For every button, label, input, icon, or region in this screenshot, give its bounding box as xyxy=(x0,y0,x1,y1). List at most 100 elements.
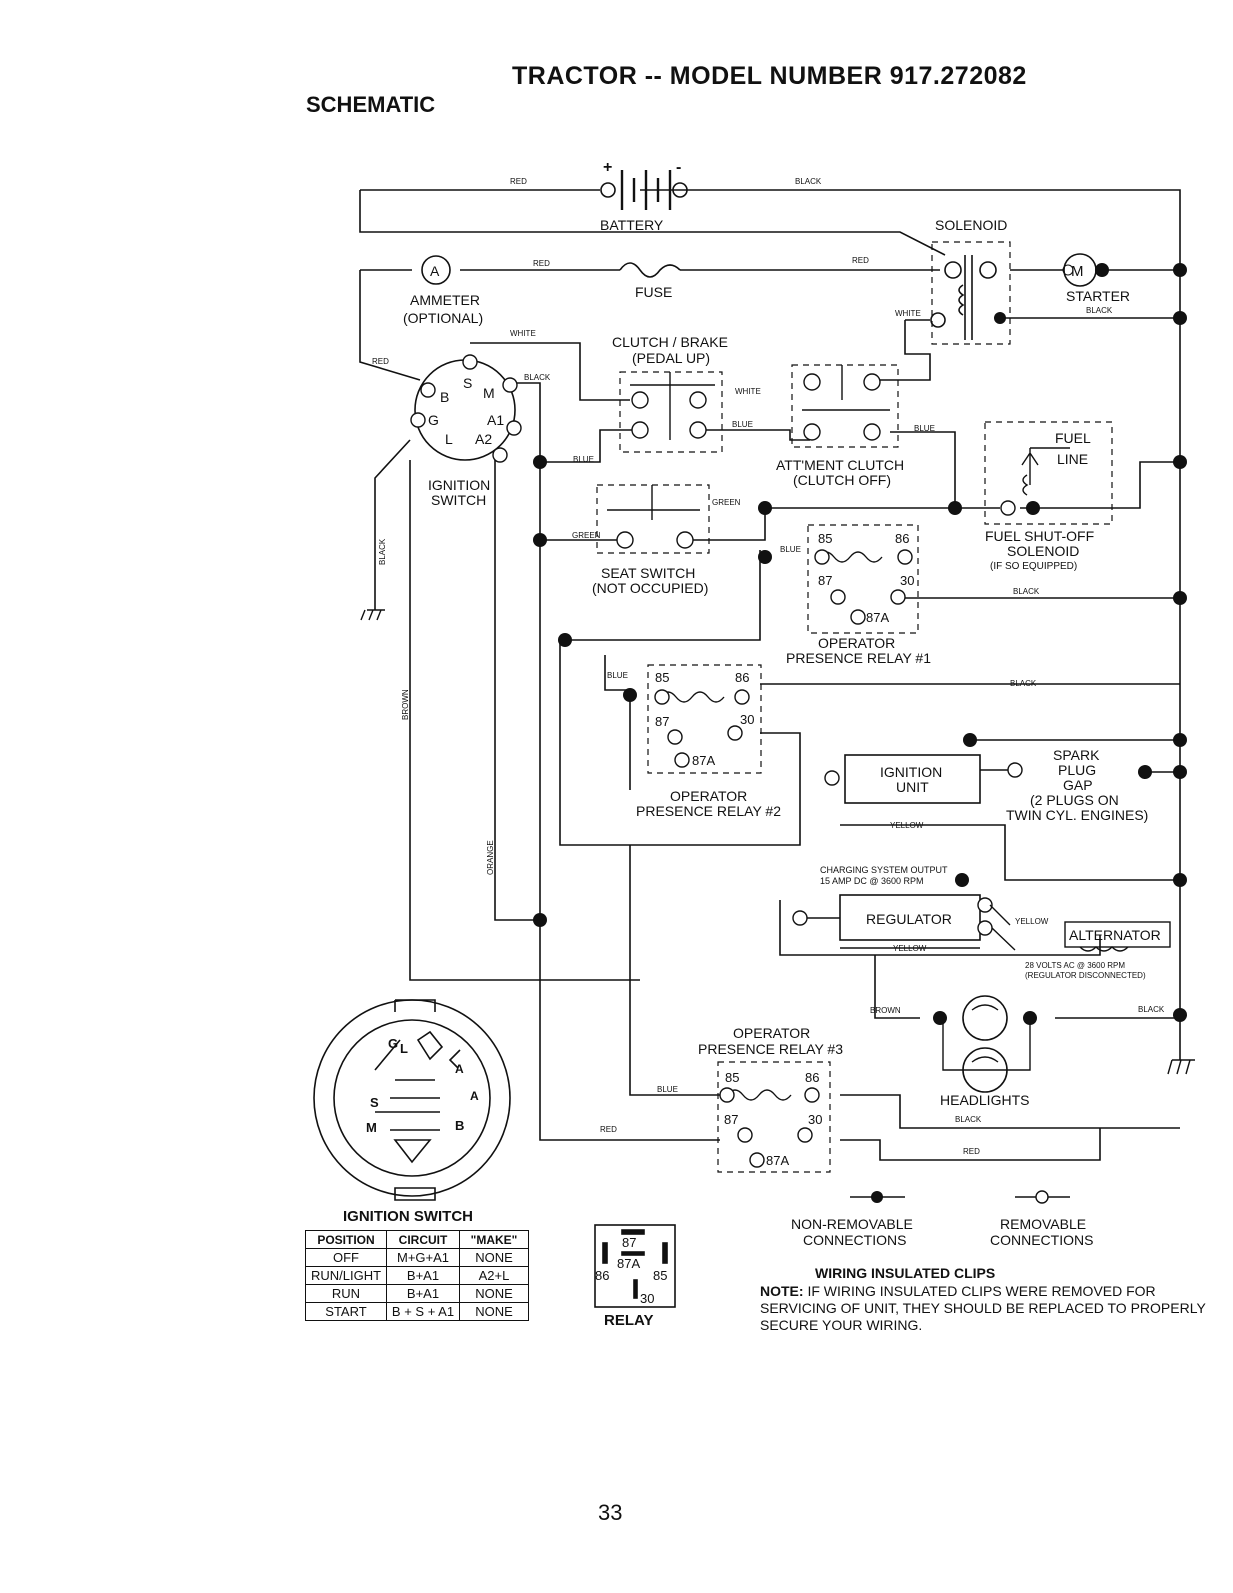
fuse-symbol xyxy=(619,262,681,278)
attment-clutch-box xyxy=(791,364,899,448)
table-header: CIRCUIT xyxy=(386,1230,460,1249)
clutch-brake-label: CLUTCH / BRAKE xyxy=(612,334,728,350)
ignition-unit-label-2: UNIT xyxy=(896,779,929,795)
regulator-label: REGULATOR xyxy=(866,911,952,927)
ignition-unit-box xyxy=(844,754,981,804)
spark-label-3: GAP xyxy=(1063,777,1093,793)
relay1-pin-87: 87 xyxy=(818,573,832,588)
wire-label-green-2: GREEN xyxy=(572,531,601,540)
relay-pinout-30: 30 xyxy=(640,1291,654,1306)
table-row: START B + S + A1 NONE xyxy=(305,1302,529,1321)
switch-terminal-l: L xyxy=(445,431,453,447)
alternator-label: ALTERNATOR xyxy=(1069,927,1161,943)
table-row: RUN/LIGHT B+A1 A2+L xyxy=(305,1266,529,1285)
fuel-line-label-2: LINE xyxy=(1057,451,1088,467)
table-cell: M+G+A1 xyxy=(386,1248,460,1267)
wire-label-blue-4: BLUE xyxy=(780,545,801,554)
clutch-brake-note: (PEDAL UP) xyxy=(632,350,710,366)
wire-headlight-red xyxy=(840,1128,1101,1161)
relay3-box xyxy=(717,1061,831,1173)
connector-letter-l: L xyxy=(400,1041,408,1056)
page-number: 33 xyxy=(598,1500,623,1525)
wire-label-red-1: RED xyxy=(510,177,527,186)
spark-label-2: PLUG xyxy=(1058,762,1096,778)
switch-terminal-m: M xyxy=(483,385,495,401)
charging-label-2: 15 AMP DC @ 3600 RPM xyxy=(820,876,924,886)
wire-label-red-4: RED xyxy=(372,357,389,366)
spark-label-4: (2 PLUGS ON xyxy=(1030,792,1119,808)
relay1-pin-87a: 87A xyxy=(866,610,889,625)
attment-clutch-note: (CLUTCH OFF) xyxy=(793,472,891,488)
switch-terminal-a2: A2 xyxy=(475,431,492,447)
alternator-note-2: (REGULATOR DISCONNECTED) xyxy=(1025,971,1146,980)
wire-regulator xyxy=(779,900,1101,956)
wire-yellow-ignition xyxy=(840,824,1180,881)
wire-label-yellow-3: YELLOW xyxy=(893,944,927,953)
connector-letter-m: M xyxy=(366,1120,377,1135)
seat-switch-label-2: (NOT OCCUPIED) xyxy=(592,580,708,596)
wire-label-black-8: BLACK xyxy=(378,538,387,565)
legend-nonremovable-1: NON-REMOVABLE xyxy=(791,1216,913,1232)
ammeter-label: AMMETER xyxy=(410,292,480,308)
table-row: OFF M+G+A1 NONE xyxy=(305,1248,529,1267)
relay3-pin-86: 86 xyxy=(805,1070,819,1085)
wire-label-black-3: BLACK xyxy=(524,373,551,382)
wire-label-green-1: GREEN xyxy=(712,498,741,507)
wire-label-black-6: BLACK xyxy=(1138,1005,1165,1014)
legend-nonremovable-2: CONNECTIONS xyxy=(803,1232,906,1248)
legend-removable-symbol xyxy=(1015,1190,1070,1204)
relay1-label-1: OPERATOR xyxy=(818,635,895,651)
wire-label-black-1: BLACK xyxy=(795,177,822,186)
table-header: POSITION xyxy=(305,1230,387,1249)
legend-removable-1: REMOVABLE xyxy=(1000,1216,1086,1232)
charging-label-1: CHARGING SYSTEM OUTPUT xyxy=(820,865,948,875)
relay2-label-1: OPERATOR xyxy=(670,788,747,804)
alternator-note-1: 28 VOLTS AC @ 3600 RPM xyxy=(1025,961,1125,970)
wire-label-white-3: WHITE xyxy=(735,387,761,396)
relay2-pin-85: 85 xyxy=(655,670,669,685)
wire-label-black-5: BLACK xyxy=(1010,679,1037,688)
wire-relay1-return xyxy=(565,550,761,641)
wire-label-blue-3: BLUE xyxy=(914,424,935,433)
relay3-pin-85: 85 xyxy=(725,1070,739,1085)
note-heading: WIRING INSULATED CLIPS xyxy=(815,1265,996,1281)
relay1-box xyxy=(807,524,919,634)
wire-relay2-blue xyxy=(604,655,631,790)
relay3-pin-87: 87 xyxy=(724,1112,738,1127)
relay-pinout-86: 86 xyxy=(595,1268,609,1283)
connection-dots xyxy=(533,455,1187,1025)
switch-terminal-a1: A1 xyxy=(487,412,504,428)
relay2-label-2: PRESENCE RELAY #2 xyxy=(636,803,781,819)
wire-label-red-3: RED xyxy=(852,256,869,265)
switch-terminal-s: S xyxy=(463,375,472,391)
table-cell: RUN/LIGHT xyxy=(305,1266,387,1285)
table-cell: B+A1 xyxy=(386,1266,460,1285)
relay-caption: RELAY xyxy=(604,1312,653,1329)
table-cell: OFF xyxy=(305,1248,387,1267)
wire-black-ground xyxy=(374,439,411,610)
relay1-pin-86: 86 xyxy=(895,531,909,546)
switch-terminal-g: G xyxy=(428,412,439,428)
attment-clutch-label: ATT'MENT CLUTCH xyxy=(776,457,904,473)
connector-letter-b: B xyxy=(455,1118,464,1133)
seat-switch-label-1: SEAT SWITCH xyxy=(601,565,695,581)
ignition-switch-label-2: SWITCH xyxy=(431,492,486,508)
wire-relay3-red xyxy=(539,930,720,1141)
relay3-pin-30: 30 xyxy=(808,1112,822,1127)
ammeter-symbol xyxy=(421,255,451,285)
solenoid-label: SOLENOID xyxy=(935,217,1007,233)
wire-label-blue-1: BLUE xyxy=(732,420,753,429)
wire-black-switch xyxy=(510,382,541,930)
relay2-pin-30: 30 xyxy=(740,712,754,727)
alternator-box xyxy=(1064,921,1171,948)
starter-symbol-letter: M xyxy=(1071,263,1084,280)
wire-white-solenoid xyxy=(880,319,931,381)
relay1-label-2: PRESENCE RELAY #1 xyxy=(786,650,931,666)
table-cell: NONE xyxy=(459,1248,529,1267)
table-cell: NONE xyxy=(459,1284,529,1303)
relay-pinout-symbol xyxy=(594,1224,676,1308)
solenoid-coil xyxy=(930,255,997,340)
ignition-table-title: IGNITION SWITCH xyxy=(343,1208,473,1225)
fuse-label: FUSE xyxy=(635,284,672,300)
